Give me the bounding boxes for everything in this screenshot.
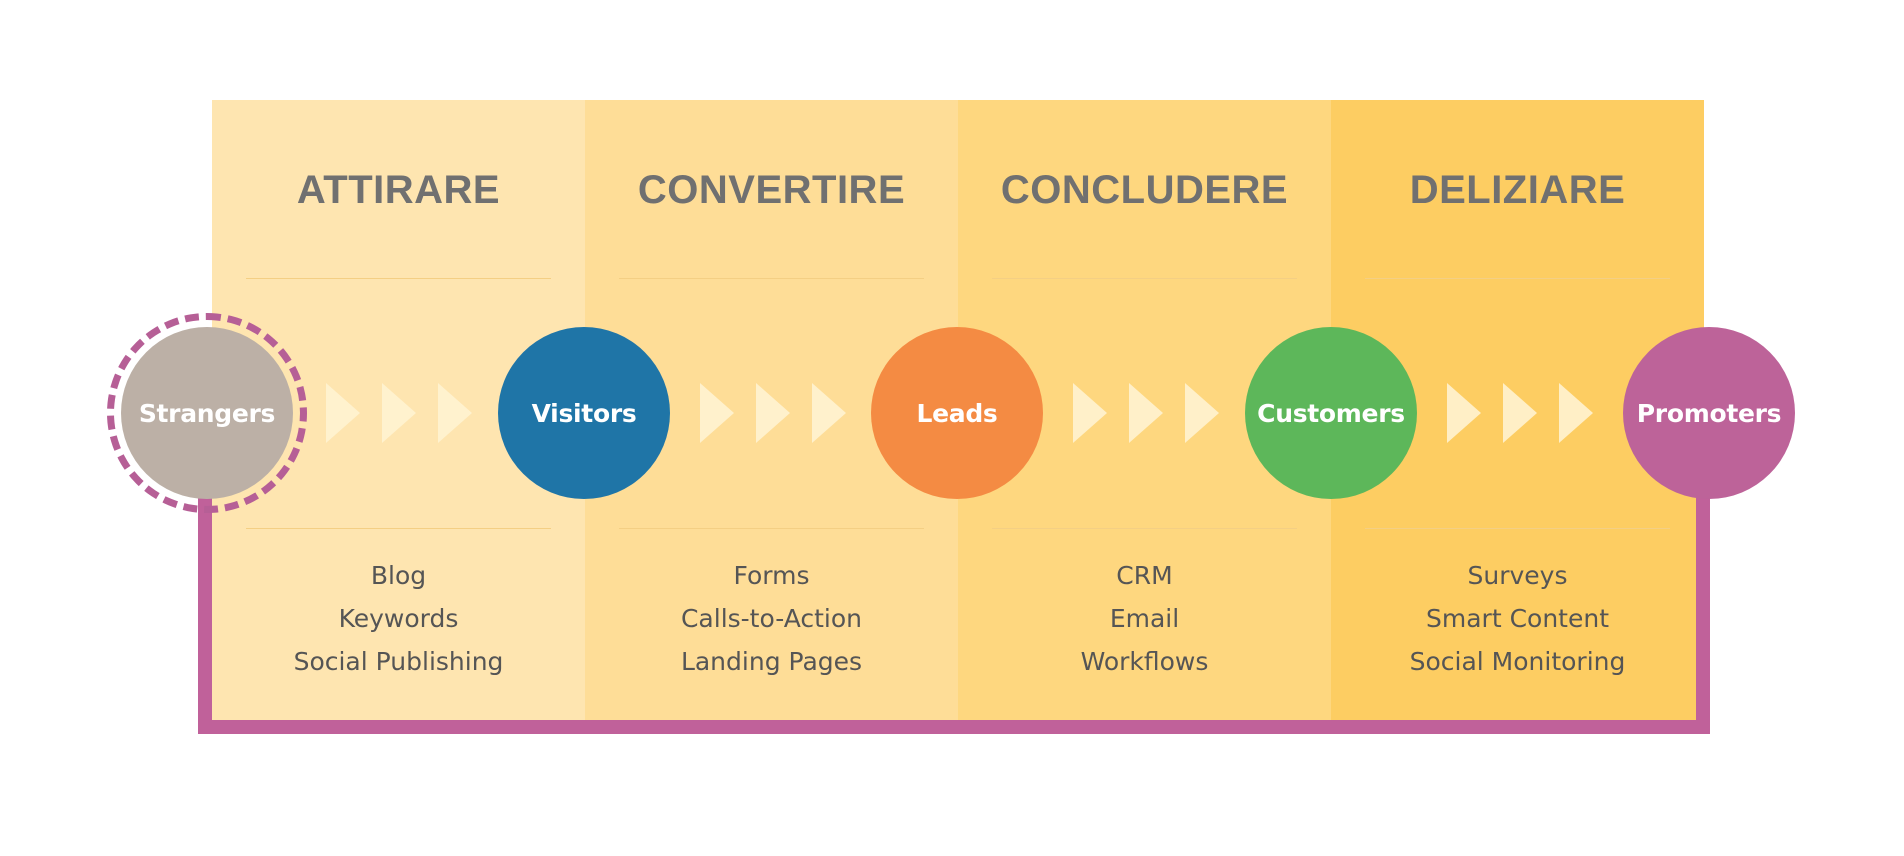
stage-title: ATTIRARE	[296, 168, 501, 212]
feedback-loop-line	[198, 498, 1710, 734]
tool-item: CRM	[1116, 561, 1173, 590]
tool-item: Email	[1109, 604, 1180, 633]
chevron-arrows-icon	[1447, 383, 1615, 443]
stage-tools-list: Surveys Smart Content Social Monitoring	[1331, 554, 1704, 683]
tool-item: Social Monitoring	[1409, 647, 1626, 676]
node-visitors: Visitors	[498, 327, 670, 499]
tool-item: Keywords	[338, 604, 459, 633]
stage-title: CONVERTIRE	[637, 168, 906, 212]
divider	[246, 528, 551, 529]
divider	[992, 278, 1297, 279]
divider	[1365, 278, 1670, 279]
tool-item: Surveys	[1467, 561, 1568, 590]
divider	[992, 528, 1297, 529]
chevron-right-icon	[382, 383, 416, 443]
chevron-arrows-icon	[326, 383, 494, 443]
node-strangers: Strangers	[121, 327, 293, 499]
stage-title: CONCLUDERE	[1000, 168, 1289, 212]
chevron-right-icon	[326, 383, 360, 443]
tool-item: Smart Content	[1426, 604, 1609, 633]
divider	[246, 278, 551, 279]
tool-item: Social Publishing	[293, 647, 504, 676]
node-leads: Leads	[871, 327, 1043, 499]
tool-item: Landing Pages	[680, 647, 863, 676]
chevron-right-icon	[756, 383, 790, 443]
chevron-right-icon	[1503, 383, 1537, 443]
chevron-right-icon	[1447, 383, 1481, 443]
stage-tools-list: CRM Email Workflows	[958, 554, 1331, 683]
stage-title: DELIZIARE	[1409, 168, 1626, 212]
chevron-arrows-icon	[1073, 383, 1241, 443]
tool-item: Calls-to-Action	[680, 604, 863, 633]
tool-item: Workflows	[1080, 647, 1209, 676]
chevron-right-icon	[438, 383, 472, 443]
stage-tools-list: Forms Calls-to-Action Landing Pages	[585, 554, 958, 683]
chevron-right-icon	[1185, 383, 1219, 443]
tool-item: Blog	[370, 561, 427, 590]
dashed-ring	[107, 313, 307, 513]
node-customers: Customers	[1245, 327, 1417, 499]
chevron-right-icon	[1559, 383, 1593, 443]
tool-item: Forms	[733, 561, 810, 590]
divider	[619, 528, 924, 529]
chevron-right-icon	[1129, 383, 1163, 443]
chevron-right-icon	[700, 383, 734, 443]
chevron-arrows-icon	[700, 383, 868, 443]
divider	[619, 278, 924, 279]
stage-tools-list: Blog Keywords Social Publishing	[212, 554, 585, 683]
chevron-right-icon	[1073, 383, 1107, 443]
node-promoters: Promoters	[1623, 327, 1795, 499]
divider	[1365, 528, 1670, 529]
chevron-right-icon	[812, 383, 846, 443]
